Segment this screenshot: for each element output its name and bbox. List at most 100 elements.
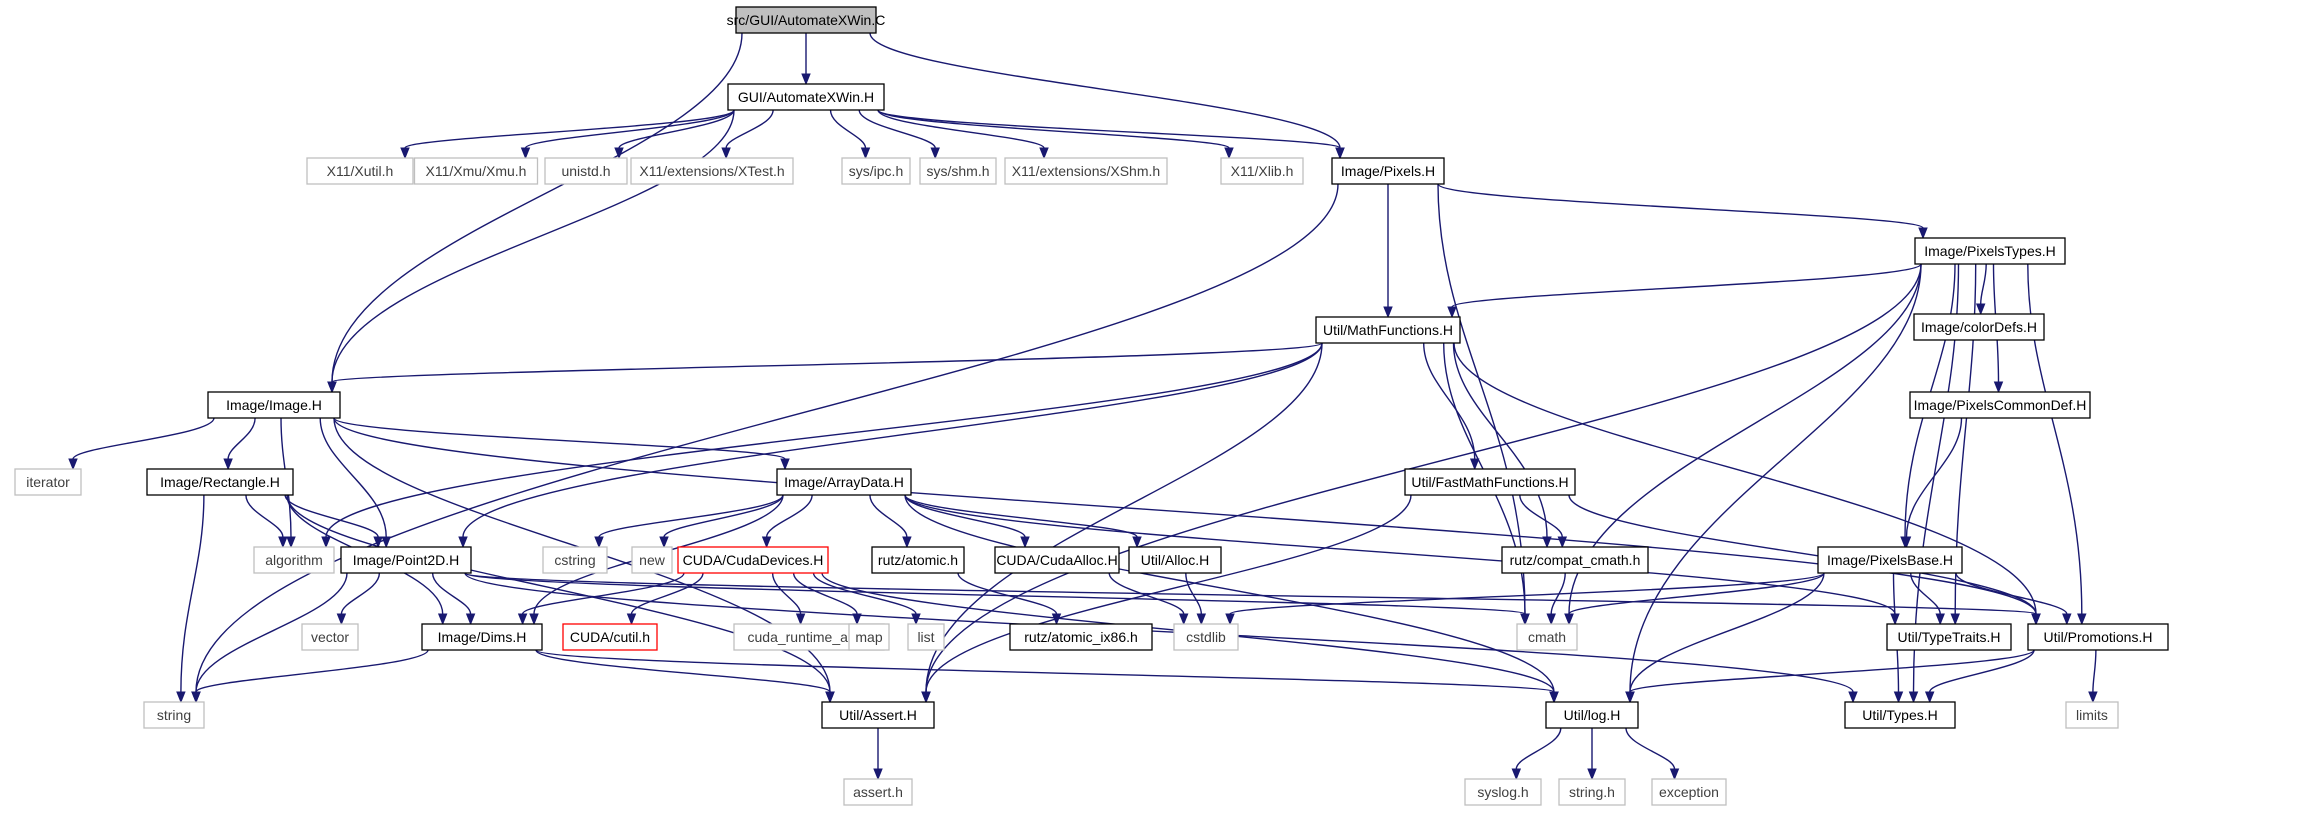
node-label: vector bbox=[311, 629, 349, 645]
edge-log-to-stringh bbox=[1587, 728, 1597, 781]
node-box bbox=[821, 701, 935, 729]
node-label: Util/Promotions.H bbox=[2044, 629, 2153, 645]
edge-arrowhead bbox=[1924, 691, 1935, 704]
edge-pixtypes-to-log bbox=[1625, 263, 1922, 704]
edge-line bbox=[1519, 494, 1563, 538]
edge-arrowhead bbox=[321, 536, 331, 549]
node-label: X11/Xlib.h bbox=[1231, 163, 1294, 179]
edge-gui-to-unistd bbox=[614, 109, 735, 160]
edge-line bbox=[1629, 572, 1825, 693]
node-types: Util/Types.H bbox=[1844, 701, 1956, 729]
node-label: Image/PixelsCommonDef.H bbox=[1914, 397, 2087, 413]
edge-arrowhead bbox=[529, 613, 539, 626]
node-label: Util/FastMathFunctions.H bbox=[1411, 474, 1568, 490]
node-string: string bbox=[143, 701, 205, 729]
node-box bbox=[301, 623, 359, 651]
edge-arrowhead bbox=[327, 381, 337, 394]
node-compatcmath: rutz/compat_cmath.h bbox=[1501, 546, 1649, 574]
node-cstdlib: cstdlib bbox=[1173, 623, 1239, 651]
edge-line bbox=[2027, 263, 2083, 615]
node-box bbox=[1545, 701, 1639, 729]
edge-mathfn-to-image bbox=[327, 342, 1323, 394]
edge-line bbox=[618, 109, 735, 149]
node-box bbox=[306, 157, 414, 185]
node-label: rutz/atomic_ix86.h bbox=[1024, 629, 1138, 645]
edge-line bbox=[195, 183, 1339, 693]
node-box bbox=[1914, 237, 2066, 265]
edge-line bbox=[829, 109, 867, 149]
edge-arrowhead bbox=[795, 613, 806, 626]
node-label: list bbox=[917, 629, 934, 645]
node-box bbox=[727, 83, 885, 111]
node-exception: exception bbox=[1651, 778, 1727, 806]
node-box bbox=[2065, 701, 2119, 729]
edge-line bbox=[333, 417, 2037, 615]
node-map: map bbox=[848, 623, 890, 651]
node-xshm: X11/extensions/XShm.h bbox=[1004, 157, 1168, 185]
node-box bbox=[340, 546, 472, 574]
edge-line bbox=[1550, 572, 1566, 615]
node-root: src/GUI/AutomateXWin.C bbox=[727, 6, 885, 34]
edge-cudadev-to-dims bbox=[517, 572, 685, 626]
node-label: sys/shm.h bbox=[926, 163, 989, 179]
edge-line bbox=[765, 494, 813, 538]
node-dims: Image/Dims.H bbox=[421, 623, 543, 651]
node-label: new bbox=[639, 552, 666, 568]
edge-arrowhead bbox=[1893, 691, 1904, 704]
edge-arrowhead bbox=[921, 691, 931, 704]
node-limits: limits bbox=[2065, 701, 2119, 729]
node-layer: src/GUI/AutomateXWin.CGUI/AutomateXWin.H… bbox=[14, 6, 2169, 806]
edge-arrowhead bbox=[1557, 536, 1568, 549]
edge-line bbox=[1185, 572, 1202, 615]
edge-pixcommon-to-pixbase bbox=[1901, 417, 1963, 549]
edge-pixels-to-mathfn bbox=[1383, 183, 1393, 319]
edge-arrowhead bbox=[336, 613, 347, 626]
edge-line bbox=[904, 494, 1138, 538]
edge-arrowhead bbox=[286, 536, 296, 549]
edge-fastmath-to-assert bbox=[921, 494, 1412, 704]
node-label: Util/log.H bbox=[1564, 707, 1621, 723]
edge-arrowhead bbox=[517, 613, 528, 626]
edge-line bbox=[286, 494, 831, 693]
edge-line bbox=[957, 572, 1058, 615]
edge-point2d-to-types bbox=[464, 572, 1858, 704]
edge-gui-to-xshm bbox=[877, 109, 1049, 160]
node-box bbox=[1516, 623, 1578, 651]
edge-line bbox=[1629, 263, 1922, 693]
edge-line bbox=[333, 417, 786, 460]
edge-line bbox=[524, 109, 735, 149]
edge-line bbox=[725, 109, 774, 149]
node-label: Image/Image.H bbox=[226, 397, 322, 413]
edge-arrowhead bbox=[2031, 613, 2041, 626]
edge-line bbox=[325, 342, 1323, 538]
node-unistd: unistd.h bbox=[544, 157, 628, 185]
edge-line bbox=[1515, 727, 1562, 770]
node-label: string.h bbox=[1569, 784, 1615, 800]
node-label: limits bbox=[2076, 707, 2108, 723]
edge-cudadev-to-map bbox=[792, 572, 862, 626]
edge-line bbox=[535, 649, 831, 693]
edge-line bbox=[869, 494, 908, 538]
edge-arrowhead bbox=[1225, 613, 1235, 626]
node-syslog: syslog.h bbox=[1464, 778, 1542, 806]
node-box bbox=[1331, 157, 1445, 185]
edge-gui-to-image bbox=[327, 109, 735, 394]
edge-line bbox=[1451, 263, 1922, 308]
edge-line bbox=[195, 572, 348, 693]
edge-line bbox=[195, 649, 429, 693]
edge-arrowhead bbox=[1520, 613, 1530, 626]
node-algorithm: algorithm bbox=[253, 546, 335, 574]
edge-gui-to-shm bbox=[858, 109, 940, 160]
edge-line bbox=[1437, 183, 1924, 229]
edge-line bbox=[331, 342, 1323, 383]
edge-arrowhead bbox=[1542, 536, 1552, 549]
edge-arrowhead bbox=[594, 536, 604, 549]
edge-rectangle-to-assert bbox=[286, 494, 835, 704]
edge-line bbox=[869, 32, 1341, 149]
node-box bbox=[562, 623, 658, 651]
node-label: X11/extensions/XTest.h bbox=[639, 163, 784, 179]
node-box bbox=[253, 546, 335, 574]
edge-line bbox=[464, 572, 1526, 615]
node-rutzatomic: rutz/atomic.h bbox=[871, 546, 965, 574]
edge-line bbox=[331, 32, 743, 383]
